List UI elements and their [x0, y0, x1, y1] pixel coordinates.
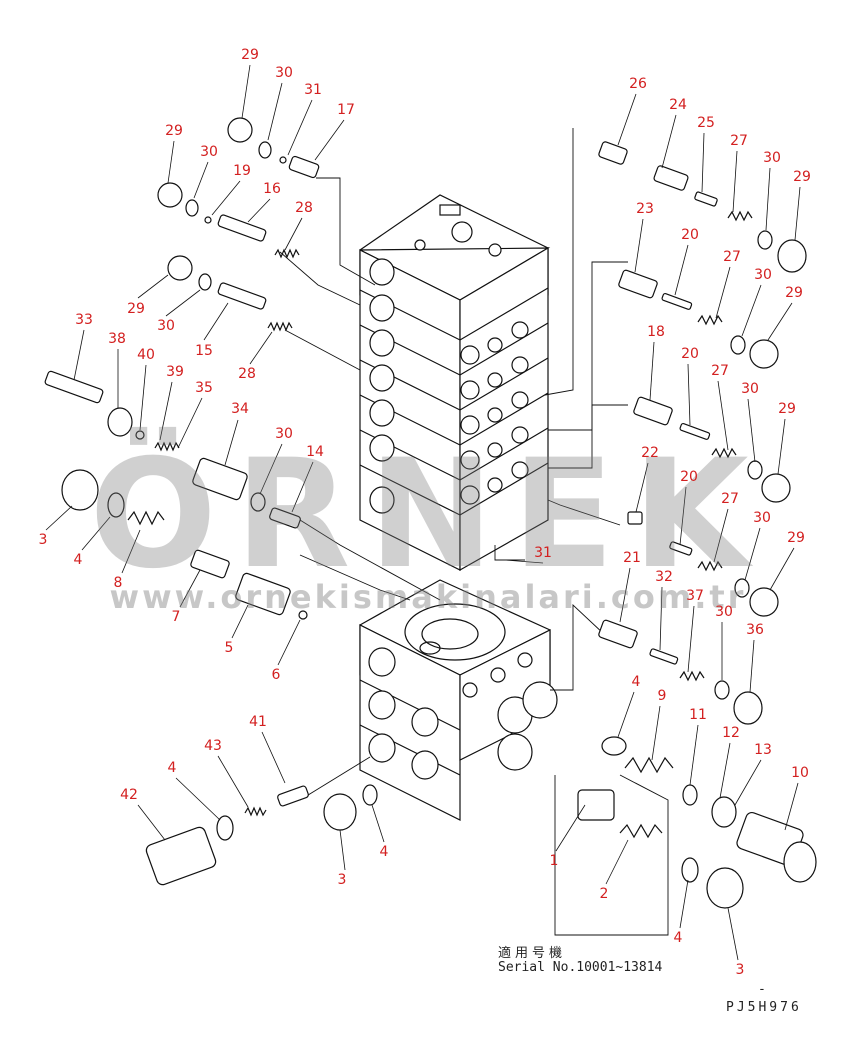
callout-label: 3 [337, 872, 347, 888]
callout-label: 4 [167, 760, 177, 776]
callout-label: 40 [137, 347, 155, 363]
callout-label: 19 [233, 163, 251, 179]
callout-label: 31 [534, 545, 552, 561]
callout-label: 28 [238, 366, 256, 382]
callout-label: 30 [754, 267, 772, 283]
callout-label: 35 [195, 380, 213, 396]
leader-lines [279, 128, 669, 936]
watermark-url: www.ornekismakinalari.com.tr [109, 578, 747, 616]
valve-body-upper [359, 194, 551, 572]
callout-label: 26 [629, 76, 647, 92]
dash-mark: - [758, 982, 766, 997]
callout-label: 9 [657, 688, 667, 704]
callout-label: 30 [275, 426, 293, 442]
callout-label: 33 [75, 312, 93, 328]
callout-label: 27 [730, 133, 748, 149]
applicability-title: 適用号機 [498, 946, 567, 961]
callout-label: 20 [681, 346, 699, 362]
callout-label: 10 [791, 765, 809, 781]
valve-body-lower [359, 579, 558, 821]
callout-label: 8 [113, 575, 123, 591]
callout-label: 22 [641, 445, 659, 461]
callout-label: 29 [793, 169, 811, 185]
callout-label: 20 [680, 469, 698, 485]
drawing-code: PJ5H976 [726, 1000, 802, 1015]
callout-label: 31 [304, 82, 322, 98]
callout-label: 2 [599, 886, 609, 902]
callout-label: 27 [721, 491, 739, 507]
callout-label: 7 [171, 609, 181, 625]
callout-label: 27 [723, 249, 741, 265]
callout-label: 29 [785, 285, 803, 301]
callout-label: 37 [686, 588, 704, 604]
callout-label: 21 [623, 550, 641, 566]
callout-label: 4 [631, 674, 641, 690]
callout-label: 27 [711, 363, 729, 379]
callout-leaders [45, 64, 801, 961]
callout-label: 11 [689, 707, 707, 723]
callout-label: 15 [195, 343, 213, 359]
serial-range: Serial No.10001~13814 [498, 960, 663, 975]
callout-label: 17 [337, 102, 355, 118]
spool-assemblies-left [44, 117, 378, 886]
callout-label: 30 [157, 318, 175, 334]
callout-label: 4 [73, 552, 83, 568]
callout-label: 24 [669, 97, 687, 113]
callout-label: 34 [231, 401, 249, 417]
spool-assemblies-right [577, 141, 817, 909]
callout-label: 25 [697, 115, 715, 131]
callout-label: 18 [647, 324, 665, 340]
callout-label: 43 [204, 738, 222, 754]
callout-label: 29 [787, 530, 805, 546]
callout-label: 6 [271, 667, 281, 683]
callout-label: 1 [549, 853, 559, 869]
callout-label: 41 [249, 714, 267, 730]
callout-label: 29 [778, 401, 796, 417]
callout-label: 23 [636, 201, 654, 217]
callout-label: 29 [241, 47, 259, 63]
callout-label: 30 [741, 381, 759, 397]
callout-label: 14 [306, 444, 324, 460]
callout-label: 12 [722, 725, 740, 741]
callout-label: 32 [655, 569, 673, 585]
callout-label: 28 [295, 200, 313, 216]
callout-label: 5 [224, 640, 234, 656]
callout-label: 42 [120, 787, 138, 803]
callout-label: 39 [166, 364, 184, 380]
callout-label: 3 [735, 962, 745, 978]
watermark-logo: ÖRNEK [89, 428, 767, 602]
callout-label: 30 [275, 65, 293, 81]
callout-label: 38 [108, 331, 126, 347]
callout-label: 30 [763, 150, 781, 166]
callout-label: 36 [746, 622, 764, 638]
callout-label: 4 [673, 930, 683, 946]
callout-label: 4 [379, 844, 389, 860]
callout-label: 13 [754, 742, 772, 758]
callout-label: 20 [681, 227, 699, 243]
callout-label: 30 [200, 144, 218, 160]
callout-label: 30 [753, 510, 771, 526]
callout-label: 30 [715, 604, 733, 620]
callout-label: 16 [263, 181, 281, 197]
callout-label: 3 [38, 532, 48, 548]
callout-label: 29 [165, 123, 183, 139]
callout-label: 29 [127, 301, 145, 317]
